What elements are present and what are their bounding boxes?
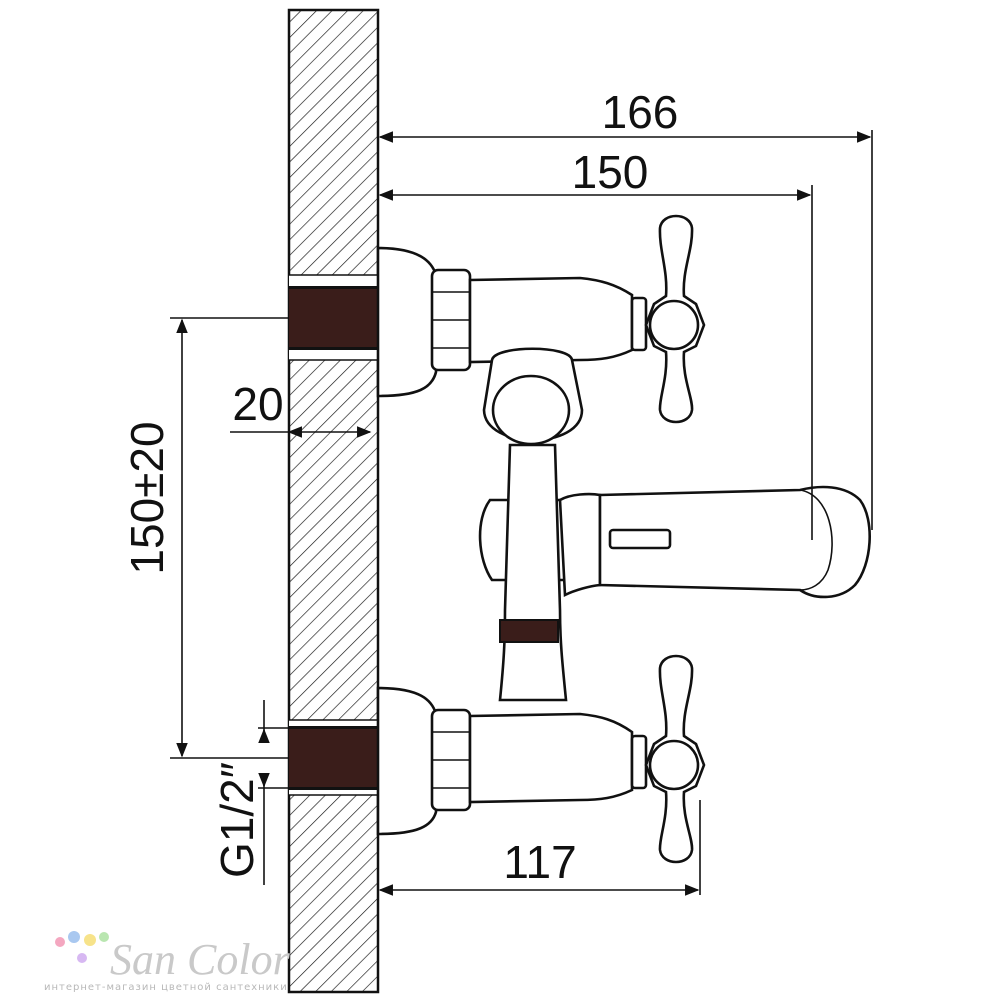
lower-cross-handle bbox=[644, 654, 706, 864]
logo-dot bbox=[68, 931, 80, 943]
dimension-150-label: 150 bbox=[572, 146, 649, 198]
dimension-centers: 150±20 bbox=[121, 317, 289, 759]
lower-hex-nut bbox=[430, 708, 472, 812]
dimension-20-label: 20 bbox=[232, 378, 283, 430]
upper-thread-pipe bbox=[289, 286, 378, 350]
upper-escutcheon bbox=[376, 246, 438, 398]
dimension-thread: G1/2″ bbox=[211, 700, 289, 885]
dimension-117: 117 bbox=[378, 800, 701, 896]
lower-thread-pipe bbox=[289, 726, 378, 790]
upper-hex-nut bbox=[430, 268, 472, 372]
dimension-thread-label: G1/2″ bbox=[211, 762, 263, 878]
wall-section bbox=[287, 8, 380, 994]
logo-dot bbox=[99, 932, 109, 942]
logo-tagline: интернет-магазин цветной сантехники bbox=[44, 982, 288, 993]
lower-valve-body bbox=[468, 712, 648, 804]
logo-dot bbox=[55, 937, 65, 947]
upper-valve-body bbox=[468, 276, 648, 364]
dimension-centers-label: 150±20 bbox=[121, 421, 173, 574]
logo-dot bbox=[77, 953, 87, 963]
diverter-band bbox=[499, 619, 559, 643]
dimension-20: 20 bbox=[230, 378, 372, 438]
dimension-166-label: 166 bbox=[602, 86, 679, 138]
logo-dot bbox=[84, 934, 96, 946]
logo-brand: San Color bbox=[110, 935, 291, 984]
lower-escutcheon bbox=[376, 686, 438, 836]
dimension-150: 150 bbox=[378, 146, 813, 540]
central-body bbox=[478, 443, 583, 702]
brand-logo: San Color интернет-магазин цветной санте… bbox=[44, 931, 291, 993]
spout bbox=[558, 485, 871, 599]
dimension-166: 166 bbox=[378, 86, 873, 530]
shower-holder bbox=[482, 347, 584, 446]
dimension-117-label: 117 bbox=[503, 836, 576, 888]
upper-cross-handle bbox=[644, 214, 706, 424]
